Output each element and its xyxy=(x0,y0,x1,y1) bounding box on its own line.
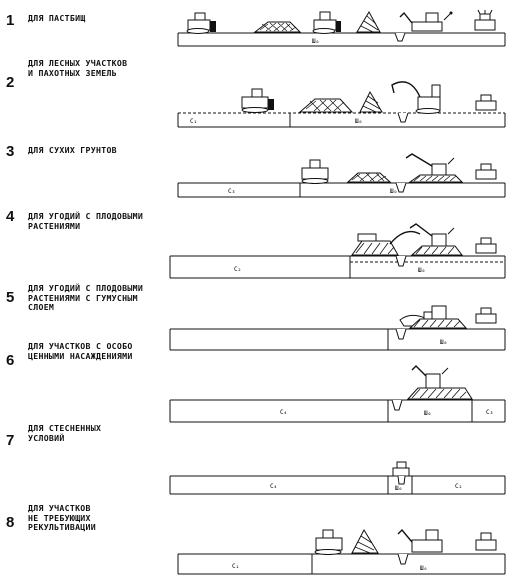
scheme-row-5: 5 Для угодий с плодовыми растениями с гу… xyxy=(0,283,510,356)
width-label: Ш₀ xyxy=(312,38,319,45)
width-label: Ш₀ xyxy=(420,565,427,572)
cross-section-drawing: С₄ Ш₀ С₂ xyxy=(169,461,506,495)
excavator-icon xyxy=(408,305,468,329)
width-label: С₄ xyxy=(270,483,277,490)
bulldozer-icon xyxy=(301,159,329,184)
cross-section-drawing: Ш₀ xyxy=(169,305,506,351)
excavator-icon xyxy=(405,153,464,183)
excavator-icon xyxy=(406,365,473,400)
row-number: 1 xyxy=(6,12,14,29)
pipelayer-icon xyxy=(475,237,497,254)
width-label: С₃ xyxy=(486,409,493,416)
row-number: 4 xyxy=(6,208,14,225)
width-label: Ш₀ xyxy=(390,188,397,195)
pipelayer-icon xyxy=(475,532,497,551)
excavator-icon xyxy=(399,11,453,32)
row-number: 2 xyxy=(6,74,14,91)
row-number: 6 xyxy=(6,352,14,369)
cross-section-drawing: Ш₀ xyxy=(177,9,506,47)
pipelayer-icon xyxy=(475,307,497,324)
width-label: Ш₀ xyxy=(418,267,425,274)
row-caption: Для пастбищ xyxy=(28,13,86,23)
row-caption: Для участков с особо ценными насаждениям… xyxy=(28,341,133,361)
scheme-row-6: 6 Для участков с особо ценными насаждени… xyxy=(0,341,510,426)
scheme-row-1: 1 Для пастбищ xyxy=(0,0,510,60)
pipelayer-icon xyxy=(392,461,410,485)
scheme-row-7: 7 Для стесненных условий С₄ Ш₀ С₂ xyxy=(0,423,510,500)
row-caption: Для участков не требующих рекультивации xyxy=(28,503,96,532)
cross-section-drawing: С₁ Ш₀ xyxy=(177,528,506,575)
row-number: 7 xyxy=(6,432,14,449)
width-label: Ш₀ xyxy=(355,118,362,125)
bulldozer-icon xyxy=(312,11,341,34)
width-label: Ш₀ xyxy=(440,339,447,346)
scheme-row-8: 8 Для участков не требующих рекультиваци… xyxy=(0,500,510,582)
width-label: С₃ xyxy=(228,188,235,195)
bulldozer-icon xyxy=(186,12,216,34)
pipelayer-icon xyxy=(474,9,496,31)
cross-section-drawing: С₄ Ш₀ С₃ xyxy=(169,365,506,423)
bulldozer-icon xyxy=(314,529,343,555)
width-label: С₄ xyxy=(280,409,287,416)
excavator-icon xyxy=(409,223,464,256)
cross-section-drawing: С₃ Ш₀ xyxy=(177,153,506,198)
cross-section-drawing: С₂ Ш₀ xyxy=(169,223,506,279)
pipelayer-icon xyxy=(475,94,497,111)
pipelayer-icon xyxy=(475,163,497,180)
row-caption: Для угодий с плодовыми растениями с гуму… xyxy=(28,283,144,312)
row-number: 5 xyxy=(6,289,14,306)
excavator-icon xyxy=(397,528,443,553)
row-caption: Для угодий с плодовыми растениями xyxy=(28,211,144,231)
bulldozer-icon xyxy=(241,88,274,113)
row-number: 8 xyxy=(6,514,14,531)
cross-section-drawing: С₁ Ш₀ xyxy=(177,81,506,128)
row-number: 3 xyxy=(6,143,14,160)
row-caption: Для сухих грунтов xyxy=(28,145,117,155)
width-label: С₂ xyxy=(234,266,241,273)
row-caption: Для лесных участков и пахотных земель xyxy=(28,58,128,78)
row-caption: Для стесненных условий xyxy=(28,423,102,443)
width-label: Ш₀ xyxy=(395,485,402,492)
width-label: С₂ xyxy=(455,483,462,490)
width-label: С₁ xyxy=(190,118,197,125)
excavator-icon xyxy=(391,81,441,114)
scheme-row-4: 4 Для угодий с плодовыми растениями С₂ Ш… xyxy=(0,206,510,284)
excavator-icon xyxy=(351,230,421,256)
width-label: Ш₀ xyxy=(424,410,431,417)
scheme-row-3: 3 Для сухих грунтов С₃ Ш₀ xyxy=(0,140,510,210)
width-label: С₁ xyxy=(232,563,239,570)
scheme-row-2: 2 Для лесных участков и пахотных земель … xyxy=(0,57,510,135)
